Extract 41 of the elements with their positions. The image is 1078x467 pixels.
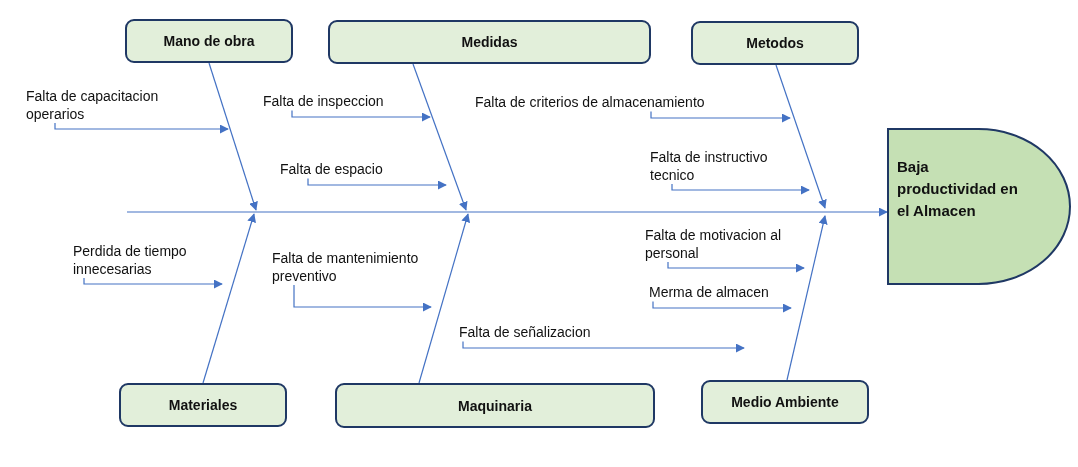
category-box — [125, 19, 293, 63]
cause-label: Falta de motivacion al personal — [645, 227, 805, 262]
arrow — [775, 64, 827, 209]
effect-box — [887, 128, 1071, 285]
category-label: Materiales — [168, 397, 238, 413]
arrow — [650, 110, 791, 123]
category-label: Mano de obra — [163, 33, 255, 49]
arrow — [126, 207, 888, 217]
arrow — [652, 300, 792, 313]
cause-label: Falta de espacio — [280, 161, 383, 179]
arrow — [412, 63, 468, 211]
cause-label: Falta de inspeccion — [263, 93, 384, 111]
arrow — [83, 277, 223, 289]
arrow — [208, 62, 258, 211]
category-box — [335, 383, 655, 428]
cause-label: Merma de almacen — [649, 284, 769, 302]
arrow — [786, 215, 828, 381]
cause-label: Perdida de tiempo innecesarias — [73, 243, 213, 278]
cause-label: Falta de instructivo tecnico — [650, 149, 800, 184]
arrow — [307, 177, 447, 190]
cause-label: Falta de señalizacion — [459, 324, 591, 342]
category-box — [119, 383, 287, 427]
arrow — [293, 284, 432, 312]
category-label: Medidas — [461, 34, 518, 50]
category-label: Metodos — [746, 35, 804, 51]
category-label: Medio Ambiente — [731, 394, 839, 410]
cause-label: Falta de capacitacion operarios — [26, 88, 216, 123]
category-box — [701, 380, 869, 424]
arrow — [667, 261, 805, 273]
arrow — [202, 213, 256, 384]
cause-label: Falta de criterios de almacenamiento — [475, 94, 705, 112]
effect-label: Baja productividad en el Almacen — [897, 157, 1019, 221]
cause-label: Falta de mantenimiento preventivo — [272, 250, 422, 285]
arrow — [418, 213, 471, 384]
arrow — [462, 340, 745, 353]
category-label: Maquinaria — [458, 397, 532, 414]
category-box — [328, 20, 651, 64]
category-box — [691, 21, 859, 65]
arrow — [671, 183, 810, 195]
arrow — [54, 122, 229, 134]
arrow — [291, 109, 431, 122]
